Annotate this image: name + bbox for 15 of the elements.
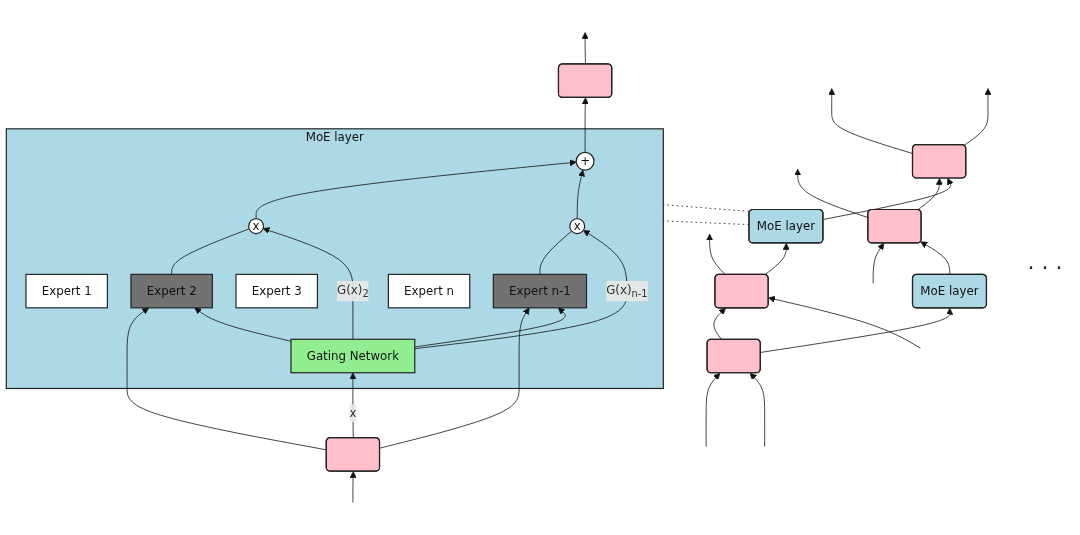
node-circle: x	[248, 218, 265, 235]
connector	[539, 230, 572, 275]
node-box: Expert n-1	[492, 273, 588, 309]
edge-label: x	[349, 405, 357, 420]
node-box: Expert 3	[235, 273, 318, 309]
edge-label: G(x)$_{n-1}$	[606, 282, 648, 300]
edge-label: G(x)$_{2}$	[337, 282, 369, 300]
node-circle: +	[575, 151, 595, 171]
ellipsis-text: · · ·	[1027, 255, 1063, 280]
node-box: Gating Network	[290, 338, 416, 374]
connector	[171, 228, 250, 275]
node-box: Expert 2	[130, 273, 213, 309]
node-circle: x	[569, 218, 586, 235]
node-box: Expert 1	[25, 273, 108, 309]
node-box: Expert n	[387, 273, 471, 309]
